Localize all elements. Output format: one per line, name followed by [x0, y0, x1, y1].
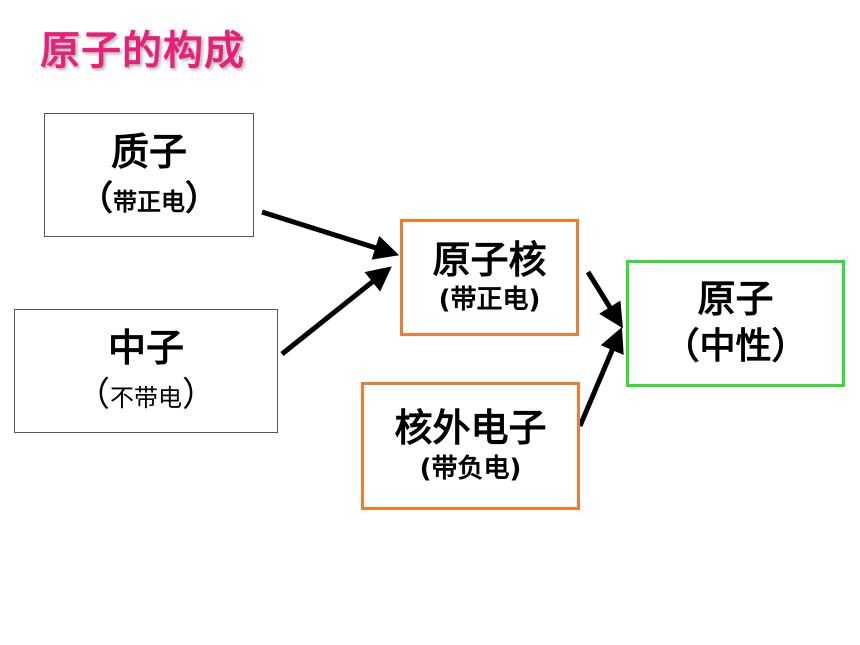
- slide-title: 原子的构成: [40, 28, 245, 74]
- node-nucleus: 原子核 (带正电): [400, 219, 579, 336]
- node-atom: 原子 （中性）: [626, 260, 845, 387]
- node-electron-charge: (带负电): [419, 453, 522, 484]
- node-electron: 核外电子 (带负电): [361, 382, 580, 510]
- arrow-proton-to-nucleus: [261, 209, 400, 260]
- node-proton-close-paren: ）: [185, 178, 219, 219]
- node-nucleus-label: 原子核: [432, 237, 547, 282]
- node-proton-open-paren: （: [79, 178, 113, 219]
- node-electron-label: 核外电子: [394, 406, 547, 451]
- arrow-neutron-to-nucleus: [280, 266, 392, 356]
- arrow-electron-to-atom: [577, 327, 624, 427]
- node-neutron: 中子 （不带电）: [14, 309, 278, 433]
- node-proton-label: 质子: [110, 130, 187, 175]
- node-proton-charge: 带正电: [113, 187, 185, 216]
- node-neutron-open-paren: （: [76, 374, 110, 415]
- node-proton-charge-line: （带正电）: [79, 177, 219, 221]
- node-neutron-charge: 不带电: [110, 383, 182, 412]
- node-proton: 质子 （带正电）: [44, 113, 254, 237]
- arrow-nucleus-to-atom: [585, 270, 623, 329]
- node-neutron-close-paren: ）: [182, 374, 216, 415]
- node-nucleus-charge: (带正电): [438, 285, 541, 316]
- node-atom-label: 原子: [697, 277, 774, 322]
- node-atom-charge: （中性）: [663, 325, 808, 367]
- node-neutron-charge-line: （不带电）: [76, 373, 216, 417]
- node-neutron-label: 中子: [107, 326, 184, 371]
